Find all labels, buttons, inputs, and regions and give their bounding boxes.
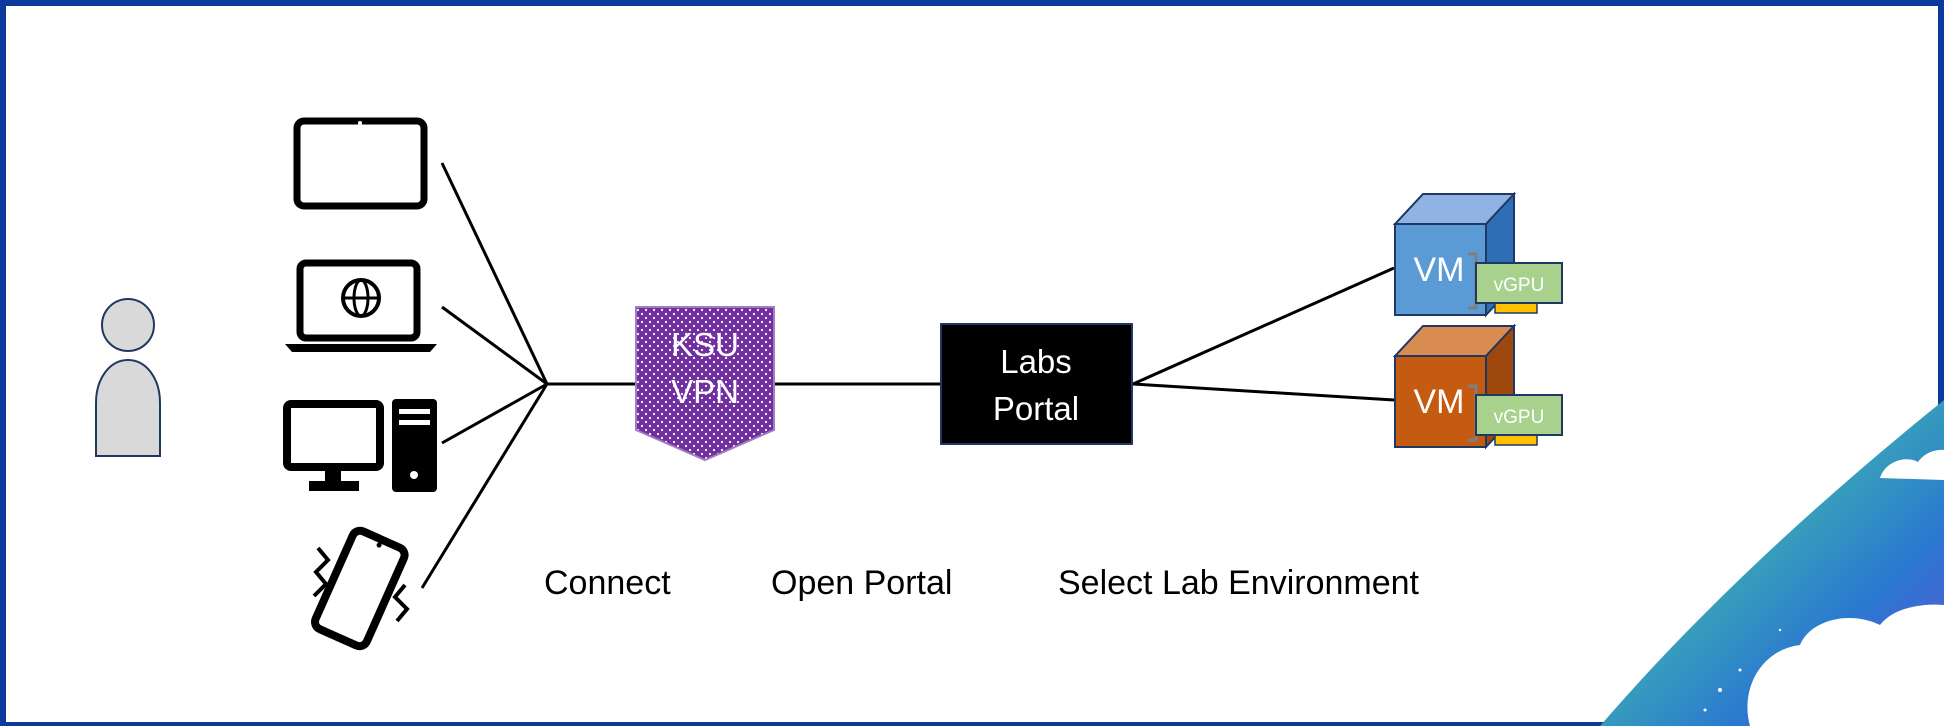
laptop-icon	[285, 259, 437, 352]
desktop-icon	[283, 399, 437, 492]
tablet-icon	[293, 117, 428, 210]
connection-lines	[420, 162, 1395, 589]
vm-node-2: VM vGPU	[1392, 323, 1563, 450]
vm-2-label: VM	[1414, 383, 1465, 421]
vgpu-2-label: vGPU	[1494, 407, 1545, 428]
corner-decoration	[1600, 400, 1944, 726]
vgpu-card-2: vGPU	[1475, 394, 1563, 446]
portal-label-line2: Portal	[993, 390, 1079, 427]
step-select-lab-environment: Select Lab Environment	[1058, 564, 1420, 602]
vpn-node: KSU VPN	[635, 306, 775, 462]
vm-1-label: VM	[1414, 251, 1465, 289]
user-icon	[95, 298, 161, 457]
labs-portal-node: Labs Portal	[940, 323, 1133, 445]
vpn-label-line2: VPN	[671, 373, 739, 410]
phone-icon	[311, 526, 410, 651]
step-open-portal: Open Portal	[771, 564, 952, 602]
step-connect: Connect	[544, 564, 671, 602]
vm-node-1: VM vGPU	[1392, 191, 1563, 318]
vpn-label-line1: KSU	[671, 326, 739, 363]
portal-label-line1: Labs	[1000, 343, 1072, 380]
vgpu-1-label: vGPU	[1494, 275, 1545, 296]
vgpu-card-1: vGPU	[1475, 262, 1563, 314]
